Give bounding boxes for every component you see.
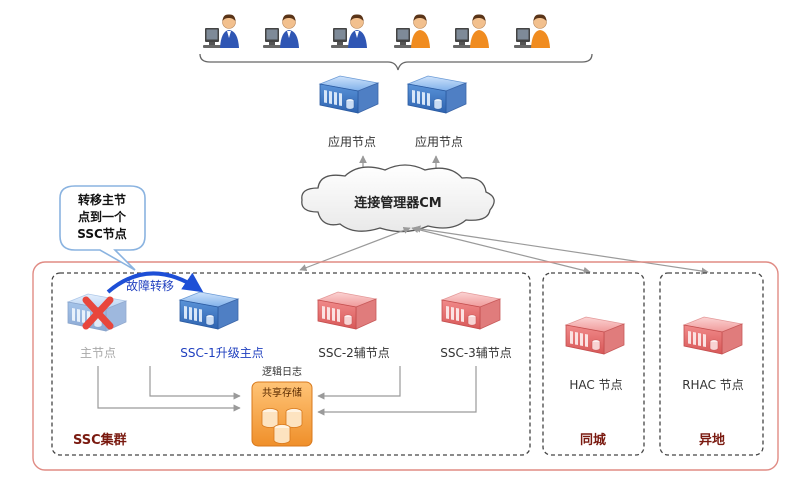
user-computer-icon [393, 13, 430, 49]
failover-label: 故障转移 [126, 278, 174, 293]
callout-line-1: 转移主节 [78, 192, 126, 207]
app-node-server-icon [407, 75, 467, 114]
ssc3-server-icon [441, 291, 501, 330]
hac-server-icon [565, 316, 625, 355]
hac-region-label: 同城 [580, 432, 606, 448]
user-shirt [470, 30, 489, 48]
ssc2-server-icon [317, 291, 377, 330]
user-shirt [531, 30, 550, 48]
user-shirt [220, 30, 239, 48]
ssc-cluster-box [51, 272, 531, 456]
cluster-region [32, 261, 779, 471]
storage-connectors [97, 366, 477, 416]
storage-label: 共享存储 [262, 386, 302, 399]
hac-box [542, 272, 645, 456]
hac-node-label: HAC 节点 [569, 378, 622, 392]
ssc1-server-icon [179, 291, 239, 330]
callout-line-2: 点到一个 [78, 209, 127, 224]
storage-top-label: 逻辑日志 [262, 365, 302, 378]
database-icon [251, 381, 313, 447]
callout-bubble [59, 185, 146, 271]
ssc-cluster-label: SSC集群 [73, 432, 127, 448]
user-computer-icon [202, 13, 239, 49]
rhac-box [659, 272, 764, 456]
user-computer-icon [452, 13, 489, 49]
failed-x-icon [82, 296, 114, 330]
app-node-label-2: 应用节点 [415, 134, 463, 149]
app-node-server-icon [319, 75, 379, 114]
ssc3-node-label: SSC-3辅节点 [440, 346, 512, 360]
cm-label: 连接管理器CM [354, 195, 441, 211]
ssc1-node-label: SSC-1升级主点 [180, 346, 264, 360]
rhac-region-label: 异地 [699, 432, 725, 448]
app-node-label-1: 应用节点 [328, 134, 376, 149]
user-computer-icon [262, 13, 299, 49]
users-brace [199, 53, 593, 71]
user-row [202, 13, 550, 49]
ssc2-node-label: SSC-2辅节点 [318, 346, 390, 360]
primary-node-label: 主节点 [80, 346, 116, 360]
callout-line-3: SSC节点 [77, 226, 127, 241]
rhac-server-icon [683, 316, 743, 355]
user-shirt [348, 30, 367, 48]
rhac-node-label: RHAC 节点 [682, 378, 744, 392]
cm-connectors [299, 225, 709, 275]
user-computer-icon [513, 13, 550, 49]
failover-arrow [106, 271, 204, 294]
user-shirt [411, 30, 430, 48]
user-computer-icon [330, 13, 367, 49]
user-shirt [280, 30, 299, 48]
